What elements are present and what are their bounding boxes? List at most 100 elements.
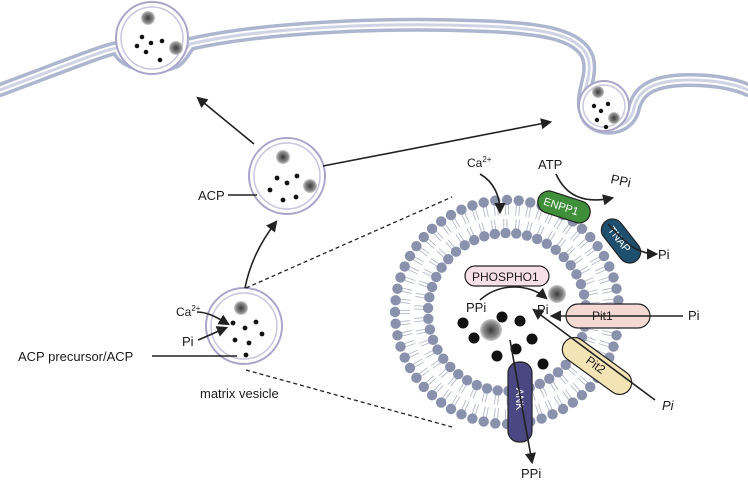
lipid-head (604, 261, 615, 272)
plasma-membrane (0, 17, 748, 135)
lipid-head (521, 230, 533, 241)
acp-crystal (234, 301, 248, 315)
lipid-head (436, 262, 447, 273)
lipid-head (576, 223, 588, 234)
lipid-head (426, 223, 438, 234)
ca-entry-label: Ca2+ (176, 304, 201, 319)
lipid-head (567, 397, 579, 408)
zoom-line-bottom (245, 369, 453, 428)
pi-entry-label: Pi (182, 334, 194, 349)
lipid-head (585, 231, 596, 243)
lipid-head (443, 253, 454, 265)
lipid-head (469, 234, 480, 246)
lipid-head (456, 204, 467, 215)
acp-vesicle (248, 137, 326, 215)
lipid-head (411, 240, 422, 252)
pit2-transporter: Pit2 (561, 336, 633, 396)
lipid-head (404, 250, 416, 262)
lipid-head (608, 272, 619, 283)
atp-label: ATP (538, 157, 562, 172)
ppi-enpp1-label: PPi (609, 171, 632, 190)
lipid-head (513, 195, 524, 206)
lipid-head (611, 330, 622, 341)
budding-vesicle (578, 80, 630, 132)
lipid-head (411, 372, 422, 384)
acp-precursor-label: ACP precursor/ACP (18, 349, 133, 364)
lipid-head (424, 324, 436, 335)
lipid-head (399, 261, 410, 272)
lipid-head (426, 281, 438, 293)
enpp1-enzyme: ENPP1 (537, 190, 591, 224)
lipid-head (456, 409, 467, 420)
lipid-head (511, 228, 522, 239)
lipid-head (427, 334, 439, 346)
lipid-head (557, 403, 569, 415)
lipid-head (565, 260, 576, 271)
lipid-head (395, 272, 406, 283)
pi-pit1-label: Pi (688, 308, 700, 323)
arrow-vesicle-growth (244, 220, 278, 289)
lipid-head (395, 341, 406, 352)
acp-crystal (592, 86, 604, 98)
lipid-head (489, 228, 501, 240)
lipid-head (541, 238, 553, 249)
lipid-head (450, 246, 462, 257)
lipid-head (390, 318, 401, 329)
lipid-head (490, 418, 501, 429)
lipid-head (399, 352, 410, 363)
lipid-head (585, 381, 596, 393)
lipid-head (531, 233, 543, 245)
lipid-head (438, 353, 449, 364)
lipid-head (422, 302, 434, 314)
lipid-head (435, 216, 447, 227)
lipid-head (392, 283, 403, 294)
lipid-head (611, 283, 622, 294)
lipid-head (492, 385, 503, 396)
lipid-head (550, 244, 561, 256)
lipid-head (467, 200, 478, 211)
phospho1-protein: PHOSPHO1 (464, 265, 550, 287)
lipid-head (404, 362, 416, 374)
lipid-head (389, 306, 401, 318)
lipid-head (424, 292, 435, 303)
lipid-head (426, 390, 438, 401)
acp-crystal (548, 285, 566, 303)
matrix-vesicle-small (205, 287, 283, 365)
lipid-head (525, 197, 536, 208)
pi-pit2-label: Pi (662, 398, 675, 413)
acp-crystal (141, 11, 155, 25)
zoomed-matrix-vesicle (389, 194, 625, 430)
lipid-head (501, 194, 513, 206)
lipid-head (544, 373, 555, 384)
lipid-head (478, 416, 489, 427)
pi-tnap-label: Pi (658, 247, 670, 262)
lipid-head (560, 359, 571, 371)
ppi-ank-label: PPi (521, 466, 541, 481)
lipid-head (432, 344, 443, 355)
acp-crystal (276, 150, 290, 164)
lipid-head (552, 367, 564, 378)
lipid-head (445, 361, 456, 373)
lipid-head (500, 227, 511, 239)
lipid-head (435, 397, 447, 408)
arrow-to-budding (322, 118, 553, 167)
lipid-head (536, 413, 547, 424)
lipid-head (608, 341, 619, 352)
lipid-head (592, 240, 603, 252)
lipid-head (578, 289, 590, 300)
lipid-head (461, 375, 473, 386)
svg-text:PHOSPHO1: PHOSPHO1 (472, 270, 539, 284)
lipid-head (459, 240, 470, 251)
lipid-head (445, 209, 457, 221)
pi-inner-label: Pi (537, 302, 549, 317)
lipid-head (431, 271, 442, 283)
lipid-head (598, 250, 610, 262)
lipid-head (423, 313, 434, 325)
lipid-head (558, 251, 569, 263)
lipid-head (392, 330, 403, 341)
arrow-to-released (196, 96, 255, 145)
lipid-head (418, 381, 429, 393)
lipid-head (571, 269, 582, 280)
lipid-head (576, 390, 588, 401)
